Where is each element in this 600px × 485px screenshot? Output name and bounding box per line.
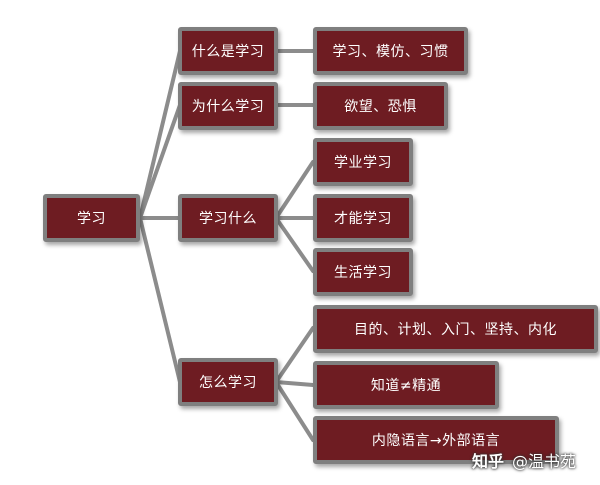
leaf-label: 学习、模仿、习惯 bbox=[332, 44, 449, 60]
branch-how-to-learn: 怎么学习 bbox=[178, 358, 278, 406]
leaf-label: 目的、计划、入门、坚持、内化 bbox=[354, 322, 557, 338]
leaf-label: 知道≠精通 bbox=[370, 378, 442, 394]
branch-what-is-learning: 什么是学习 bbox=[178, 27, 278, 75]
branch-why-learn: 为什么学习 bbox=[178, 82, 278, 130]
leaf-label: 生活学习 bbox=[334, 265, 392, 281]
connector-root-what-is-learning bbox=[138, 49, 182, 220]
leaf-label: 才能学习 bbox=[334, 211, 392, 227]
connector-how-to-learn-child-1 bbox=[274, 326, 315, 384]
leaf-learning-imitation-habit: 学习、模仿、习惯 bbox=[313, 27, 468, 75]
watermark-author: @温书苑 bbox=[512, 452, 577, 471]
connector-what-to-learn-child-1 bbox=[274, 160, 315, 220]
branch-label: 学习什么 bbox=[199, 211, 257, 227]
leaf-life-learning: 生活学习 bbox=[313, 248, 413, 296]
connector-what-to-learn-child-3 bbox=[274, 216, 315, 273]
branch-label: 为什么学习 bbox=[191, 99, 265, 115]
branch-what-to-learn: 学习什么 bbox=[178, 194, 278, 242]
branch-label: 什么是学习 bbox=[191, 44, 265, 60]
leaf-label: 学业学习 bbox=[334, 155, 392, 171]
watermark-brand: 知乎 bbox=[472, 452, 505, 471]
leaf-academic-learning: 学业学习 bbox=[313, 138, 413, 186]
connector-root-how-to-learn bbox=[138, 216, 182, 384]
leaf-goal-plan-steps: 目的、计划、入门、坚持、内化 bbox=[313, 305, 598, 353]
root-node-label: 学习 bbox=[77, 211, 106, 227]
branch-label: 怎么学习 bbox=[199, 375, 257, 391]
connector-how-to-learn-child-2 bbox=[274, 380, 315, 387]
root-node-learning: 学习 bbox=[43, 194, 140, 242]
connector-how-to-learn-child-3 bbox=[274, 380, 315, 442]
zhihu-watermark: 知乎 @温书苑 bbox=[472, 448, 576, 472]
connector-root-why-learn bbox=[138, 103, 182, 220]
leaf-talent-learning: 才能学习 bbox=[313, 194, 413, 242]
leaf-knowing-not-mastery: 知道≠精通 bbox=[313, 361, 499, 409]
leaf-label: 欲望、恐惧 bbox=[344, 99, 417, 115]
leaf-implicit-to-external-language: 内隐语言→外部语言 bbox=[313, 416, 559, 464]
leaf-desire-fear: 欲望、恐惧 bbox=[313, 82, 448, 130]
leaf-label: 内隐语言→外部语言 bbox=[371, 433, 501, 449]
